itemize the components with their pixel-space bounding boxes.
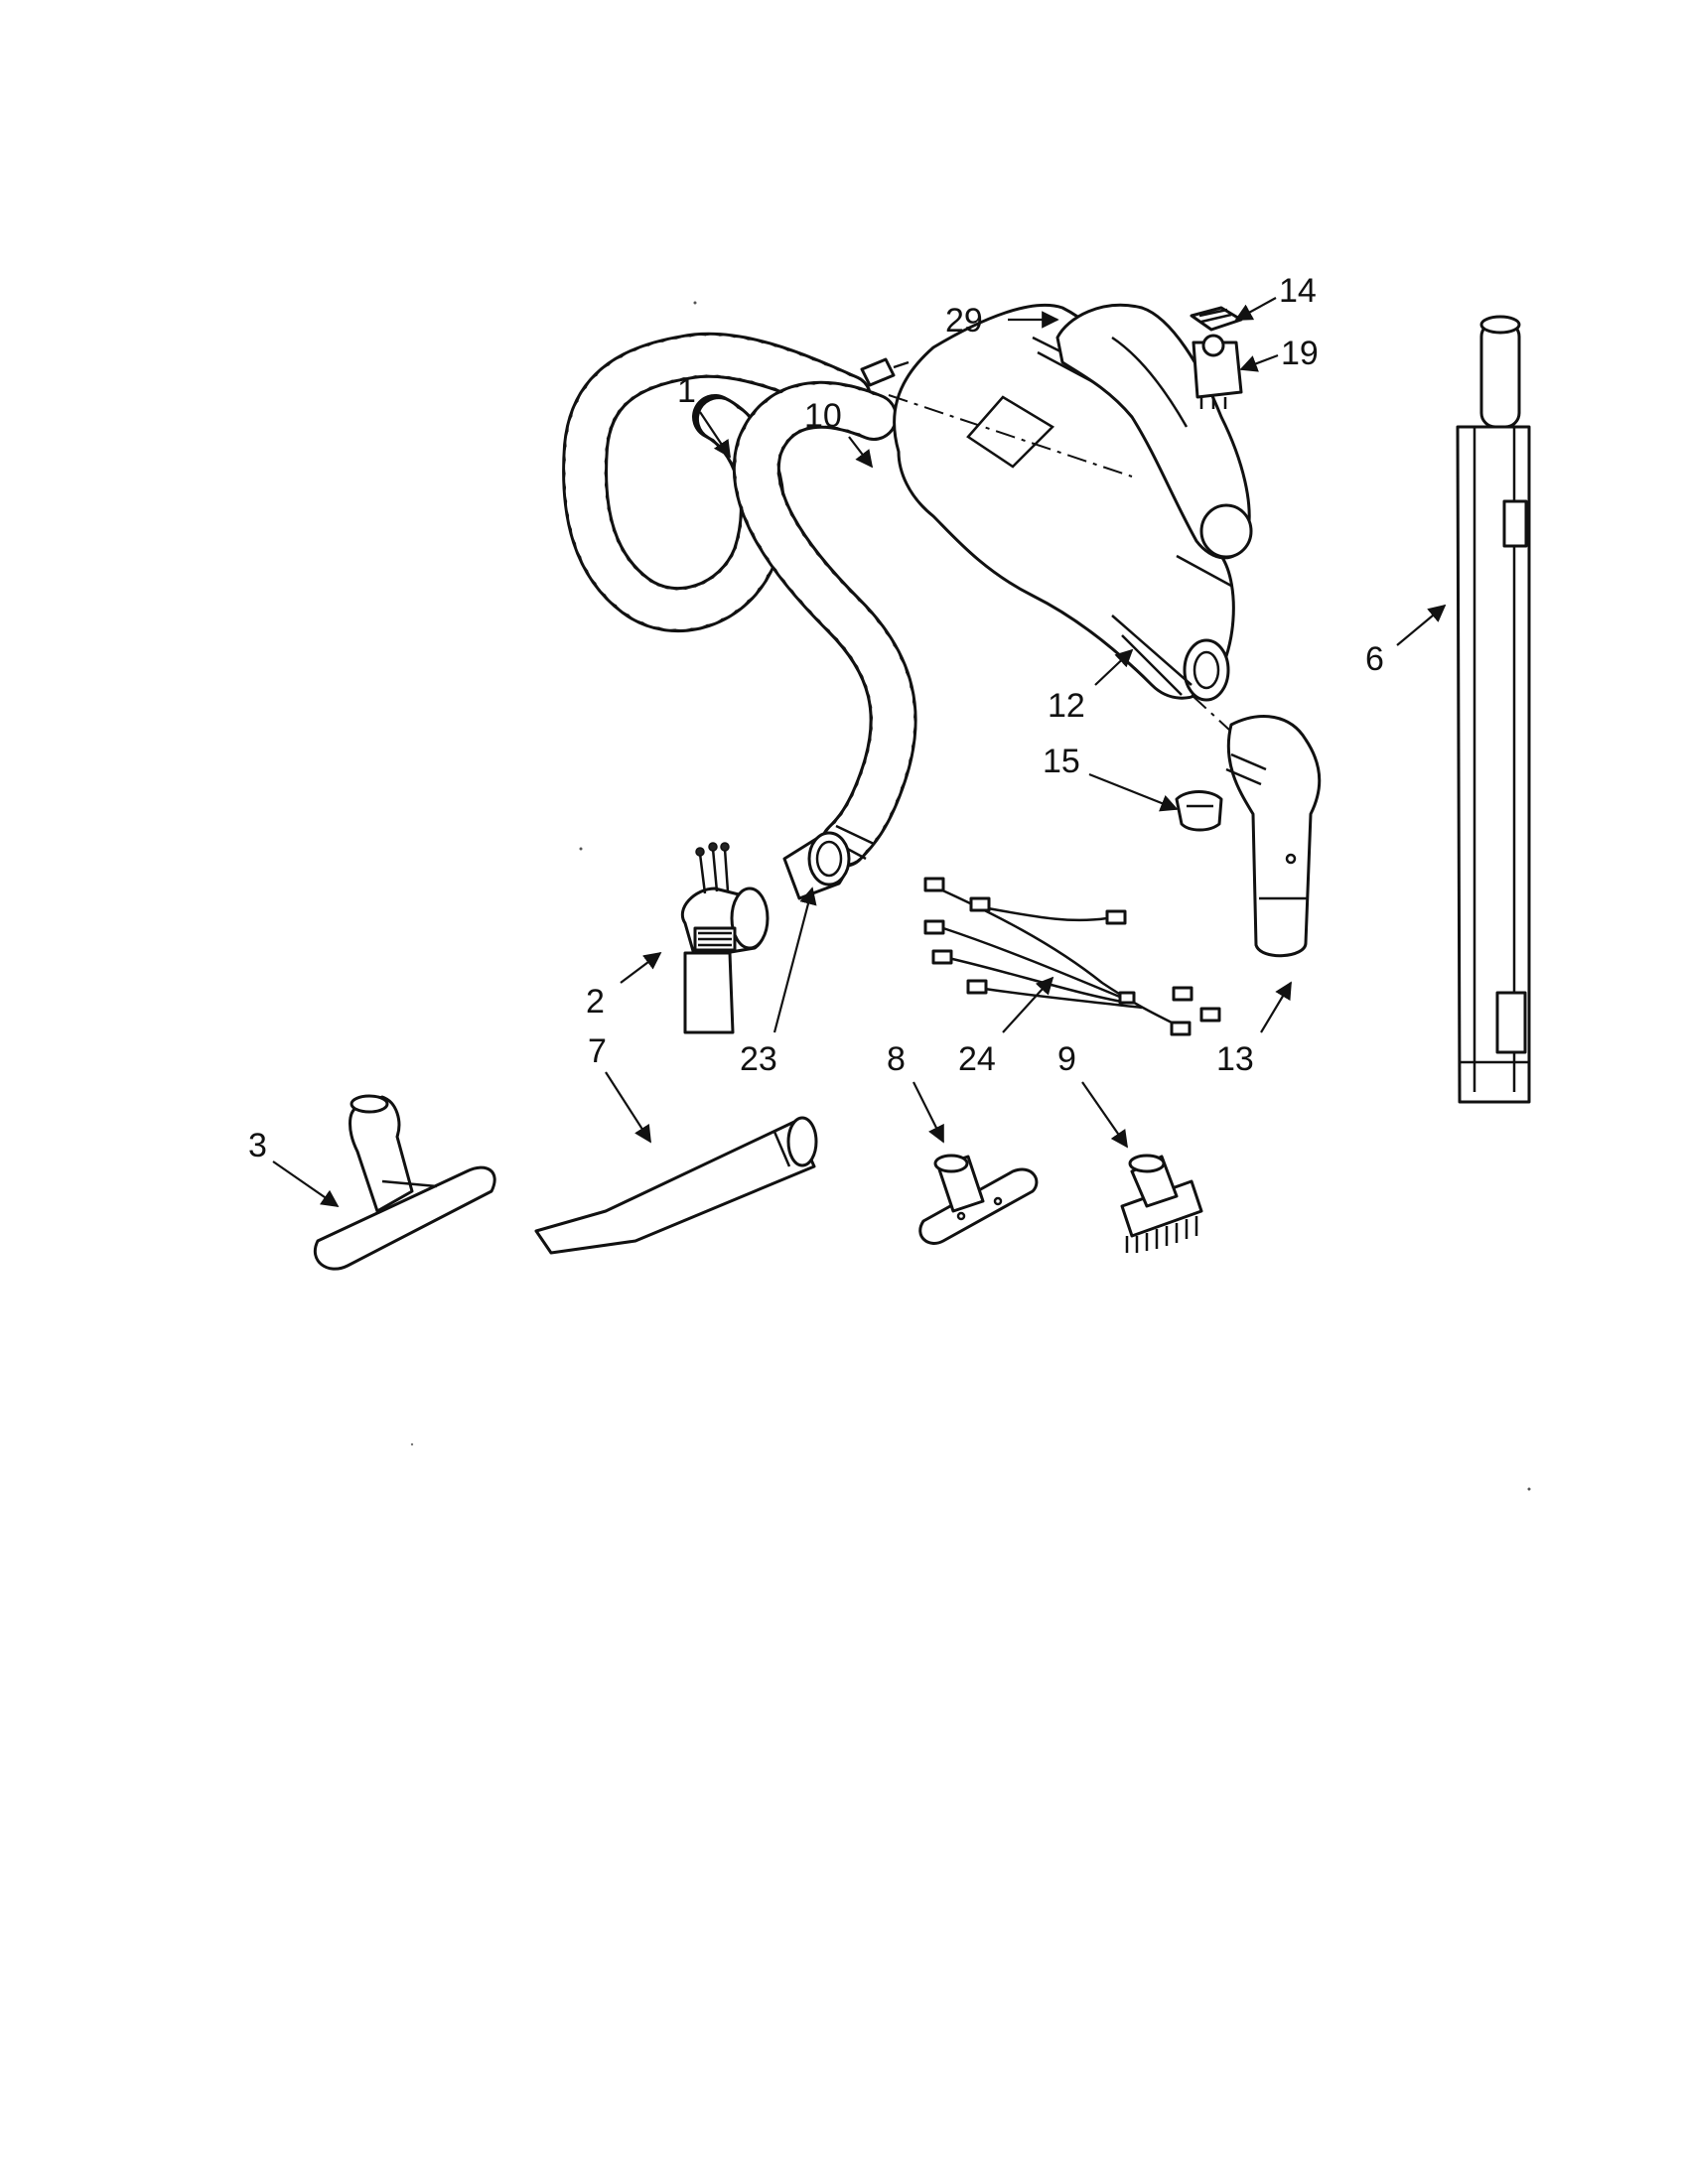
part-24-wiring-harness	[923, 877, 1221, 1036]
callout-labels: 1 10 29 14 19 12 15 6 13 2 23 24 7 3 8 9	[248, 272, 1384, 1164]
leader-23	[772, 887, 817, 1033]
leader-19	[1239, 353, 1279, 372]
leader-15	[1088, 772, 1179, 812]
leader-1	[699, 411, 731, 459]
callout-10: 10	[804, 397, 842, 435]
callout-14: 14	[1279, 272, 1317, 310]
part-8-upholstery-tool	[918, 1154, 1039, 1245]
part-19-switch	[1192, 334, 1243, 409]
assembly-line-handle-wand	[1191, 694, 1257, 755]
leader-lines	[272, 297, 1447, 1208]
leader-9	[1081, 1081, 1129, 1149]
leader-8	[912, 1081, 944, 1144]
callout-23: 23	[740, 1040, 777, 1078]
leader-3	[272, 1160, 340, 1208]
part-29-handle-cover	[1055, 303, 1253, 560]
part-23-cuff	[782, 831, 851, 900]
leader-14	[1234, 297, 1277, 321]
callout-19: 19	[1281, 335, 1319, 372]
callout-9: 9	[1057, 1040, 1076, 1078]
leader-2	[620, 951, 662, 984]
callout-15: 15	[1043, 743, 1080, 780]
leader-12	[1094, 648, 1134, 686]
part-9-brush	[1120, 1154, 1203, 1253]
callout-8: 8	[887, 1040, 906, 1078]
part-6-extension-wand	[1456, 315, 1531, 1104]
leader-13	[1260, 981, 1292, 1033]
part-15-clip	[1175, 790, 1223, 832]
callout-1: 1	[677, 372, 696, 410]
part-12-handle	[893, 303, 1235, 702]
part-1-hose	[562, 332, 917, 868]
assembly-line-hose-handle	[888, 394, 1133, 478]
part-2-connector	[680, 842, 770, 1034]
callout-13: 13	[1216, 1040, 1254, 1078]
part-10-screw	[860, 357, 910, 387]
callout-6: 6	[1365, 640, 1384, 678]
part-3-floor-tool	[313, 1094, 496, 1271]
leader-7	[605, 1071, 651, 1144]
part-7-crevice-tool	[534, 1116, 818, 1255]
scan-specks	[410, 301, 1531, 1491]
callout-24: 24	[958, 1040, 996, 1078]
leader-24	[1002, 976, 1054, 1033]
callout-29: 29	[945, 302, 983, 340]
leader-6	[1396, 604, 1447, 646]
callout-7: 7	[588, 1032, 607, 1070]
callout-3: 3	[248, 1127, 267, 1164]
part-14-switch-cap	[1190, 306, 1243, 332]
leader-10	[848, 436, 874, 469]
callout-2: 2	[586, 983, 605, 1021]
callout-12: 12	[1048, 687, 1085, 725]
part-13-wand	[1225, 715, 1322, 958]
